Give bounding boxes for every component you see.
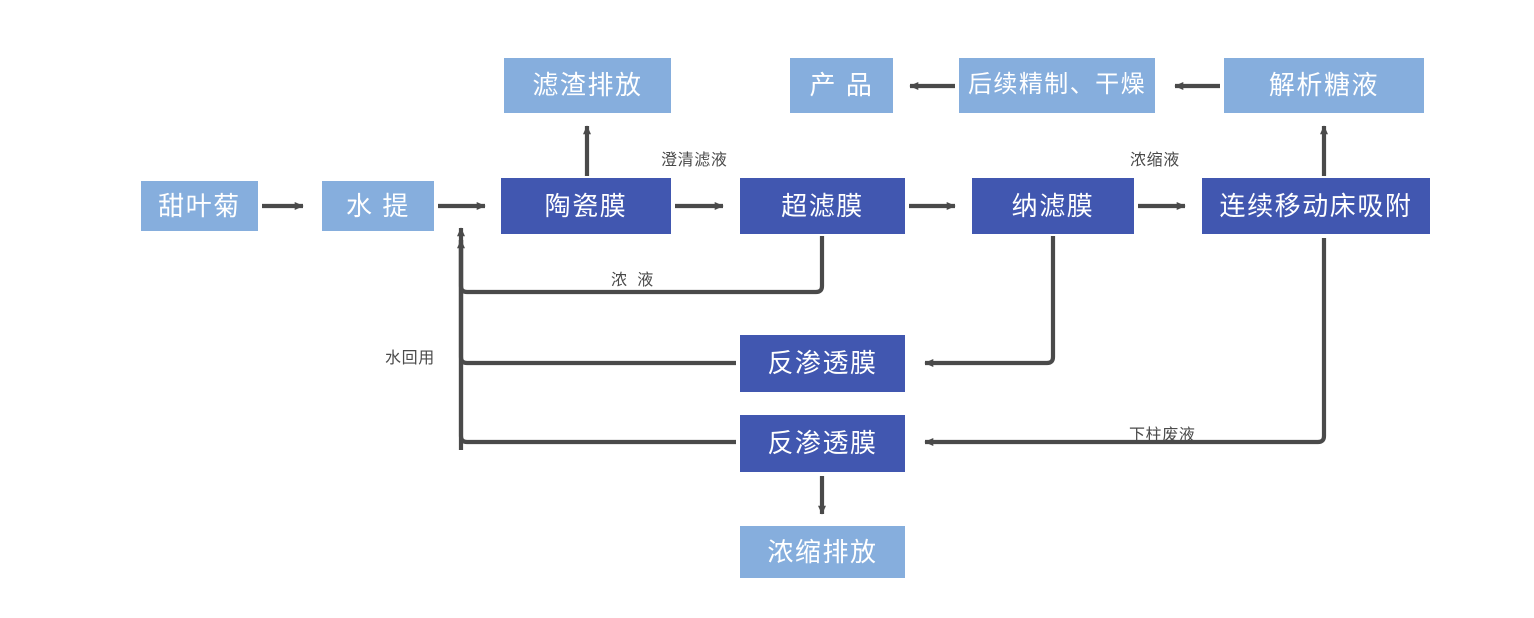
edge-label-thick-liquid: 浓 液 [611, 272, 657, 289]
edge-ro2-water-recycle [458, 240, 736, 445]
node-concentrate-discharge[interactable]: 浓缩排放 [740, 526, 905, 578]
node-ceramic-membrane[interactable]: 陶瓷膜 [501, 178, 671, 234]
node-reverse-osmosis-membrane-1-label: 反渗透膜 [767, 348, 878, 379]
node-continuous-moving-bed-adsorption-label: 连续移动床吸附 [1219, 190, 1413, 221]
node-stevia[interactable]: 甜叶菊 [141, 181, 258, 231]
node-water-extraction[interactable]: 水 提 [322, 181, 434, 231]
node-residue-discharge-label: 滤渣排放 [532, 70, 643, 101]
node-product-label: 产 品 [809, 70, 874, 101]
node-desorbed-sugar-solution[interactable]: 解析糖液 [1224, 58, 1424, 113]
node-product[interactable]: 产 品 [790, 58, 893, 113]
edge-bed-waste-to-ro2 [924, 238, 1327, 446]
node-ceramic-membrane-label: 陶瓷膜 [544, 190, 628, 221]
edge-ro1-water-recycle [458, 240, 736, 366]
edge-label-concentrated-liquid: 浓缩液 [1130, 152, 1180, 169]
node-refining-drying-label: 后续精制、干燥 [967, 71, 1147, 99]
node-reverse-osmosis-membrane-2[interactable]: 反渗透膜 [740, 415, 905, 472]
edge-label-clarified-filtrate: 澄清滤液 [661, 152, 728, 169]
node-desorbed-sugar-solution-label: 解析糖液 [1268, 70, 1380, 101]
node-refining-drying[interactable]: 后续精制、干燥 [959, 58, 1155, 113]
node-stevia-label: 甜叶菊 [158, 190, 241, 221]
edge-nf-permeate-to-ro1 [924, 236, 1056, 367]
node-reverse-osmosis-membrane-1[interactable]: 反渗透膜 [740, 335, 905, 392]
node-continuous-moving-bed-adsorption[interactable]: 连续移动床吸附 [1202, 178, 1430, 234]
edge-label-water-reuse: 水回用 [385, 350, 435, 367]
node-nanofiltration-membrane[interactable]: 纳滤膜 [972, 178, 1134, 234]
edge-label-column-waste: 下柱废液 [1129, 427, 1196, 444]
node-ultrafiltration-membrane[interactable]: 超滤膜 [740, 178, 905, 234]
node-ultrafiltration-membrane-label: 超滤膜 [781, 190, 864, 221]
node-reverse-osmosis-membrane-2-label: 反渗透膜 [767, 428, 878, 459]
node-residue-discharge[interactable]: 滤渣排放 [504, 58, 671, 113]
node-nanofiltration-membrane-label: 纳滤膜 [1011, 190, 1095, 221]
node-water-extraction-label: 水 提 [346, 190, 410, 221]
node-concentrate-discharge-label: 浓缩排放 [767, 536, 878, 567]
